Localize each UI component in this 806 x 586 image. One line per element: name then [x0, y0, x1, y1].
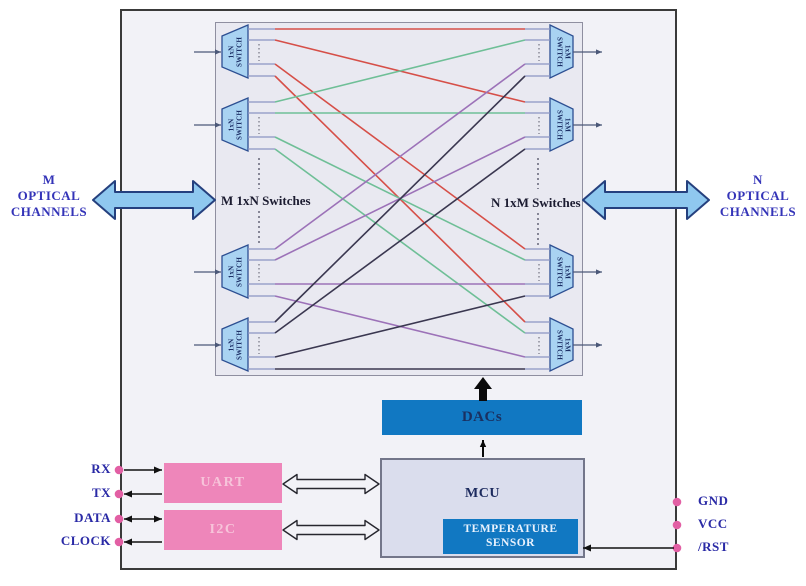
right-optical-channels-arrow [582, 180, 710, 220]
port-dot-data [114, 514, 124, 524]
right-switch-group-label: N 1xM Switches [491, 195, 581, 210]
uart-block: UART [164, 463, 282, 503]
switch-1xn-1 [221, 24, 249, 79]
switch-1xn-2-input-arrow-head [215, 122, 221, 128]
port-label-rst: /RST [698, 539, 729, 554]
left-optical-channels-arrow [92, 180, 216, 220]
uart-mcu-bus-arrow [282, 473, 380, 495]
temp-label-line2: SENSOR [485, 536, 535, 549]
right-channel-label: N OPTICAL CHANNELS [703, 172, 806, 220]
left-channel-line2: OPTICAL [17, 188, 81, 203]
port-arrow-rx-head [154, 466, 162, 474]
mcu-to-dacs-arrow-head [479, 440, 487, 447]
temp-label-line1: TEMPERATURE [463, 523, 558, 535]
switch-1xm-2 [549, 96, 574, 153]
right-channel-line2: OPTICAL [726, 188, 790, 203]
switch-1xm-3 [549, 243, 574, 300]
switch-1xm-4-output-arrow-head [596, 342, 602, 348]
switch-1xm-1-output-arrow-head [596, 49, 602, 55]
mcu-label: MCU [465, 486, 500, 501]
port-arrow-data-head [154, 515, 162, 523]
port-label-rx: RX [91, 461, 111, 476]
port-dot-tx [114, 489, 124, 499]
temperature-sensor-block: TEMPERATURE SENSOR [443, 519, 578, 554]
switch-1xn-4 [221, 317, 249, 372]
port-arrow-data-head [124, 515, 132, 523]
switch-1xm-4 [549, 316, 574, 373]
connection-green [274, 39, 526, 103]
port-label-vcc: VCC [698, 516, 728, 531]
switch-1xn-3 [221, 244, 249, 299]
port-dot-gnd [672, 497, 682, 507]
switch-1xm-1 [549, 23, 574, 80]
port-arrow-clock-head [124, 538, 132, 546]
port-label-tx: TX [91, 485, 111, 500]
port-arrow-tx-head [124, 490, 132, 498]
connection-purple [274, 63, 526, 250]
left-channel-line1: M [42, 172, 56, 187]
left-switch-group-label: M 1xN Switches [221, 193, 311, 208]
switch-1xm-2-output-arrow-head [596, 122, 602, 128]
left-channel-label: M OPTICAL CHANNELS [0, 172, 104, 220]
connection-dark [274, 75, 526, 323]
port-label-clock: CLOCK [60, 533, 111, 548]
port-dot-vcc [672, 520, 682, 530]
connection-dark [274, 148, 526, 334]
i2c-block: I2C [164, 510, 282, 550]
port-label-data: DATA [74, 510, 111, 525]
rst-to-temp-sensor-arrow-head [583, 544, 591, 552]
temperature-sensor-label: TEMPERATURE SENSOR [463, 523, 557, 550]
i2c-mcu-bus-arrow [282, 519, 380, 541]
uart-label: UART [200, 475, 246, 490]
left-channel-line3: CHANNELS [10, 204, 88, 219]
port-dot-clock [114, 537, 124, 547]
switch-1xn-1-input-arrow-head [215, 49, 221, 55]
port-dot-rx [114, 465, 124, 475]
connection-dark [274, 295, 526, 358]
dacs-block: DACs [382, 400, 582, 435]
switch-1xn-2 [221, 97, 249, 152]
port-label-gnd: GND [698, 493, 729, 508]
switch-1xn-4-input-arrow-head [215, 342, 221, 348]
switch-1xn-3-input-arrow-head [215, 269, 221, 275]
i2c-label: I2C [209, 522, 237, 537]
right-channel-line1: N [753, 172, 763, 187]
switch-1xm-3-output-arrow-head [596, 269, 602, 275]
dacs-label: DACs [461, 409, 503, 425]
dacs-to-switches-arrow [474, 377, 492, 401]
right-channel-line3: CHANNELS [719, 204, 797, 219]
port-dot-rst [672, 543, 682, 553]
